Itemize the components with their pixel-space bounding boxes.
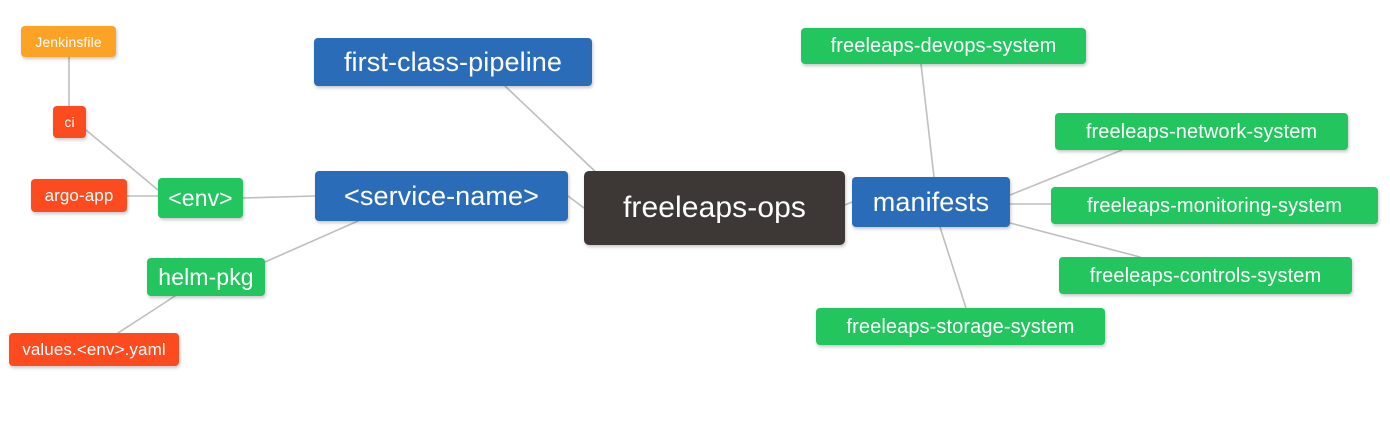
node-first-class-pipeline[interactable]: first-class-pipeline [314, 38, 592, 86]
node-freeleaps-devops-system[interactable]: freeleaps-devops-system [801, 28, 1086, 64]
node-freeleaps-monitoring-system[interactable]: freeleaps-monitoring-system [1051, 187, 1378, 224]
edge-manifests-to-freeleaps-storage-system [939, 226, 967, 309]
node-freeleaps-controls-system[interactable]: freeleaps-controls-system [1059, 257, 1352, 294]
node-manifests[interactable]: manifests [852, 177, 1010, 227]
node-label-helm-pkg: helm-pkg [158, 263, 254, 290]
edge-service-name-to-env [242, 195, 316, 199]
edge-freeleaps-ops-to-first-class-pipeline [504, 85, 601, 177]
edge-helm-pkg-to-values-env-yaml [117, 295, 176, 334]
node-label-first-class-pipeline: first-class-pipeline [343, 46, 563, 77]
node-label-values-env-yaml: values.<env>.yaml [22, 340, 166, 359]
edge-service-name-to-helm-pkg [264, 220, 359, 263]
node-jenkinsfile[interactable]: Jenkinsfile [21, 26, 116, 57]
edge-manifests-to-freeleaps-controls-system [1009, 222, 1141, 258]
node-service-name[interactable]: <service-name> [315, 171, 568, 221]
edge-freeleaps-ops-to-manifests [844, 201, 853, 206]
node-label-freeleaps-network-system: freeleaps-network-system [1085, 120, 1318, 143]
node-values-env-yaml[interactable]: values.<env>.yaml [9, 333, 179, 366]
node-label-freeleaps-storage-system: freeleaps-storage-system [846, 315, 1075, 338]
node-freeleaps-ops[interactable]: freeleaps-ops [584, 171, 845, 245]
node-freeleaps-storage-system[interactable]: freeleaps-storage-system [816, 308, 1105, 345]
node-label-freeleaps-ops: freeleaps-ops [622, 191, 807, 224]
node-ci[interactable]: ci [53, 106, 86, 138]
node-freeleaps-network-system[interactable]: freeleaps-network-system [1055, 113, 1348, 150]
node-helm-pkg[interactable]: helm-pkg [147, 258, 265, 296]
node-label-freeleaps-controls-system: freeleaps-controls-system [1089, 264, 1322, 287]
node-label-argo-app: argo-app [44, 186, 114, 205]
node-argo-app[interactable]: argo-app [31, 179, 127, 212]
edge-manifests-to-freeleaps-devops-system [920, 63, 935, 178]
node-label-service-name: <service-name> [344, 180, 539, 211]
node-label-freeleaps-devops-system: freeleaps-devops-system [830, 35, 1057, 57]
node-label-manifests: manifests [872, 186, 990, 217]
node-label-ci: ci [64, 114, 75, 130]
edge-freeleaps-ops-to-service-name [567, 195, 585, 209]
node-label-env: <env> [168, 184, 233, 211]
node-env[interactable]: <env> [158, 178, 243, 218]
node-label-freeleaps-monitoring-system: freeleaps-monitoring-system [1086, 194, 1342, 217]
node-label-jenkinsfile: Jenkinsfile [35, 33, 102, 50]
